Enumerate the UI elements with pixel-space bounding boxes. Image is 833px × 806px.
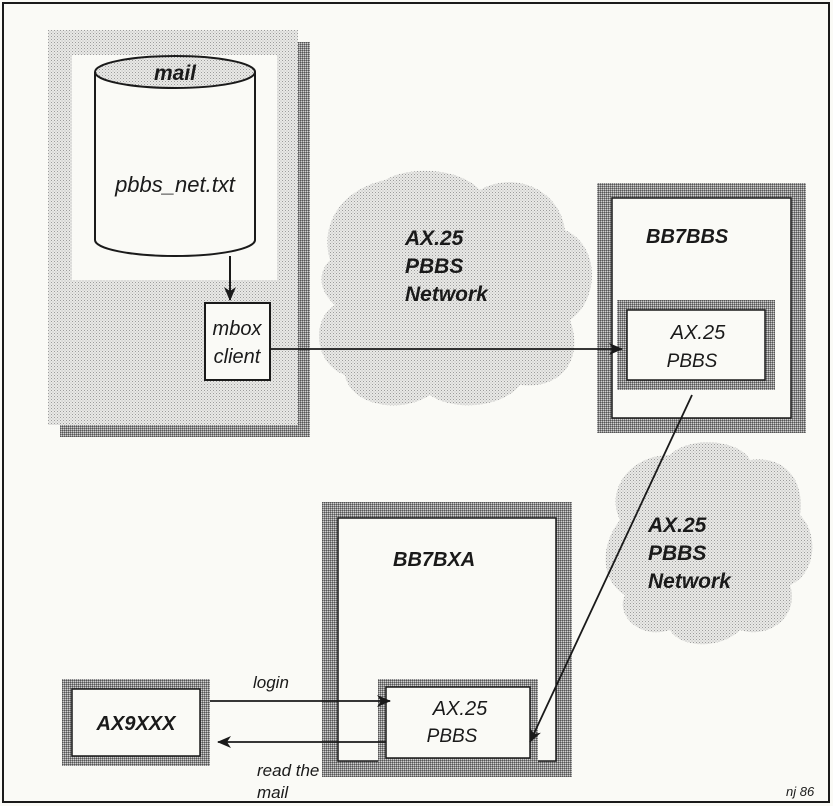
bb7bbs-title: BB7BBS [646, 226, 729, 248]
user-callsign: AX9XXX [96, 713, 178, 735]
read-mail-label-line1: read the [257, 761, 319, 780]
figure-id: nj 86 [786, 784, 815, 799]
database-file-label: pbbs_net.txt [114, 172, 236, 197]
bb7bxa-pbbs-line1: AX.25 [432, 698, 488, 720]
bb7bbs-pbbs-box [626, 309, 766, 381]
cloud-bottom-line2: PBBS [648, 542, 706, 565]
bb7bbs-pbbs-line2: PBBS [667, 351, 718, 372]
network-cloud-top [318, 170, 592, 406]
bb7bxa-pbbs-box [385, 686, 531, 759]
network-cloud-bottom [605, 442, 813, 645]
cloud-top-line3: Network [405, 283, 489, 306]
mail-database [94, 55, 256, 257]
mbox-client-box [204, 302, 271, 381]
database-title: mail [154, 62, 197, 85]
bb7bxa-title: BB7BXA [393, 549, 475, 571]
bb7bbs-to-bb7bxa-arrow [529, 394, 693, 743]
bb7bxa-pbbs-line2: PBBS [427, 726, 478, 747]
mbox-label-line2: client [214, 346, 262, 368]
read-mail-label-line2: mail [257, 783, 289, 802]
bb7bbs-pbbs-line1: AX.25 [670, 322, 726, 344]
cloud-top-line2: PBBS [405, 255, 463, 278]
cloud-bottom-line3: Network [648, 570, 732, 593]
login-label: login [253, 673, 289, 692]
cloud-bottom-line1: AX.25 [647, 514, 707, 537]
mbox-label-line1: mbox [213, 318, 263, 340]
user-node-box [71, 688, 201, 757]
cloud-top-line1: AX.25 [404, 227, 464, 250]
